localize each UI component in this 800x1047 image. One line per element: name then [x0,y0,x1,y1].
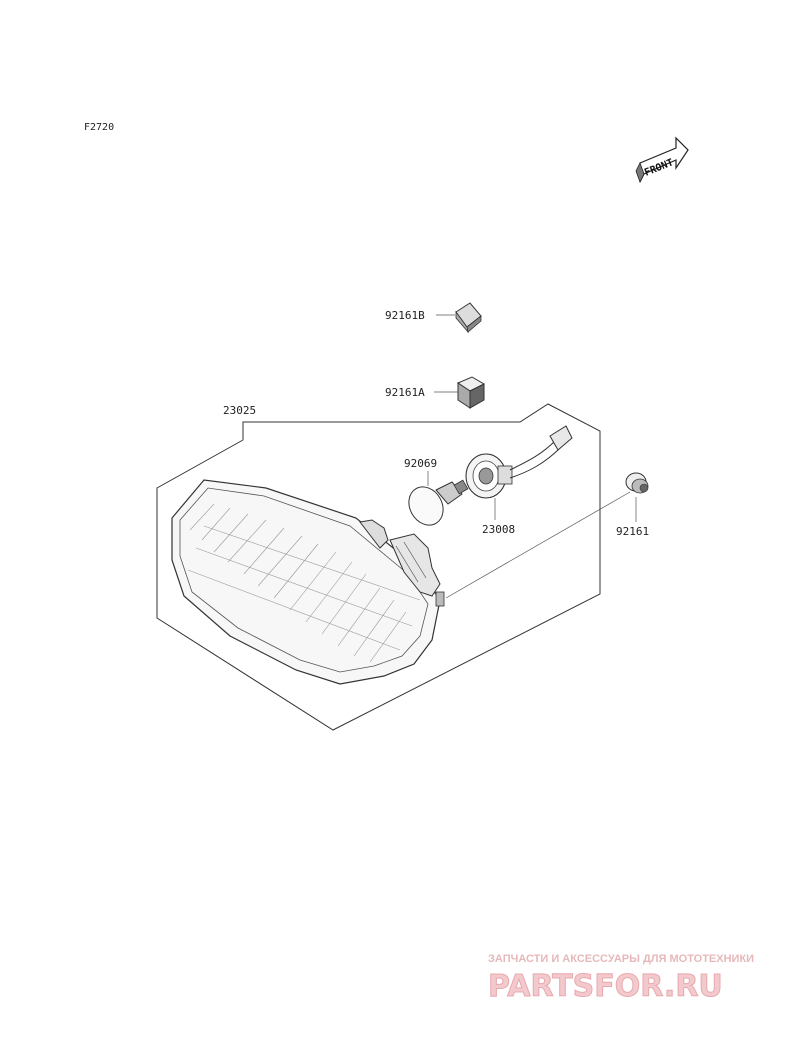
watermark-tagline: ЗАПЧАСТИ И АКСЕССУАРЫ ДЛЯ МОТОТЕХНИКИ [488,953,754,965]
part-92161a-icon [456,376,486,409]
label-92161a: 92161A [385,386,425,399]
label-92069: 92069 [404,457,437,470]
part-92161b-icon [455,302,482,334]
label-92161: 92161 [616,525,649,538]
tail-light-lens-icon [171,479,445,685]
label-23025: 23025 [223,404,256,417]
bulb-92069-icon [408,479,469,526]
socket-23008-icon [465,425,573,499]
label-23008: 23008 [482,523,515,536]
watermark-logo: PARTSFOR.RU [488,969,723,1004]
front-arrow-icon: FRONT [635,136,689,184]
label-92161b: 92161B [385,309,425,322]
watermark: ЗАПЧАСТИ И АКСЕССУАРЫ ДЛЯ МОТОТЕХНИКИ PA… [488,953,755,1005]
grommet-92161-icon [625,472,649,494]
figure-code: F2720 [84,122,114,133]
